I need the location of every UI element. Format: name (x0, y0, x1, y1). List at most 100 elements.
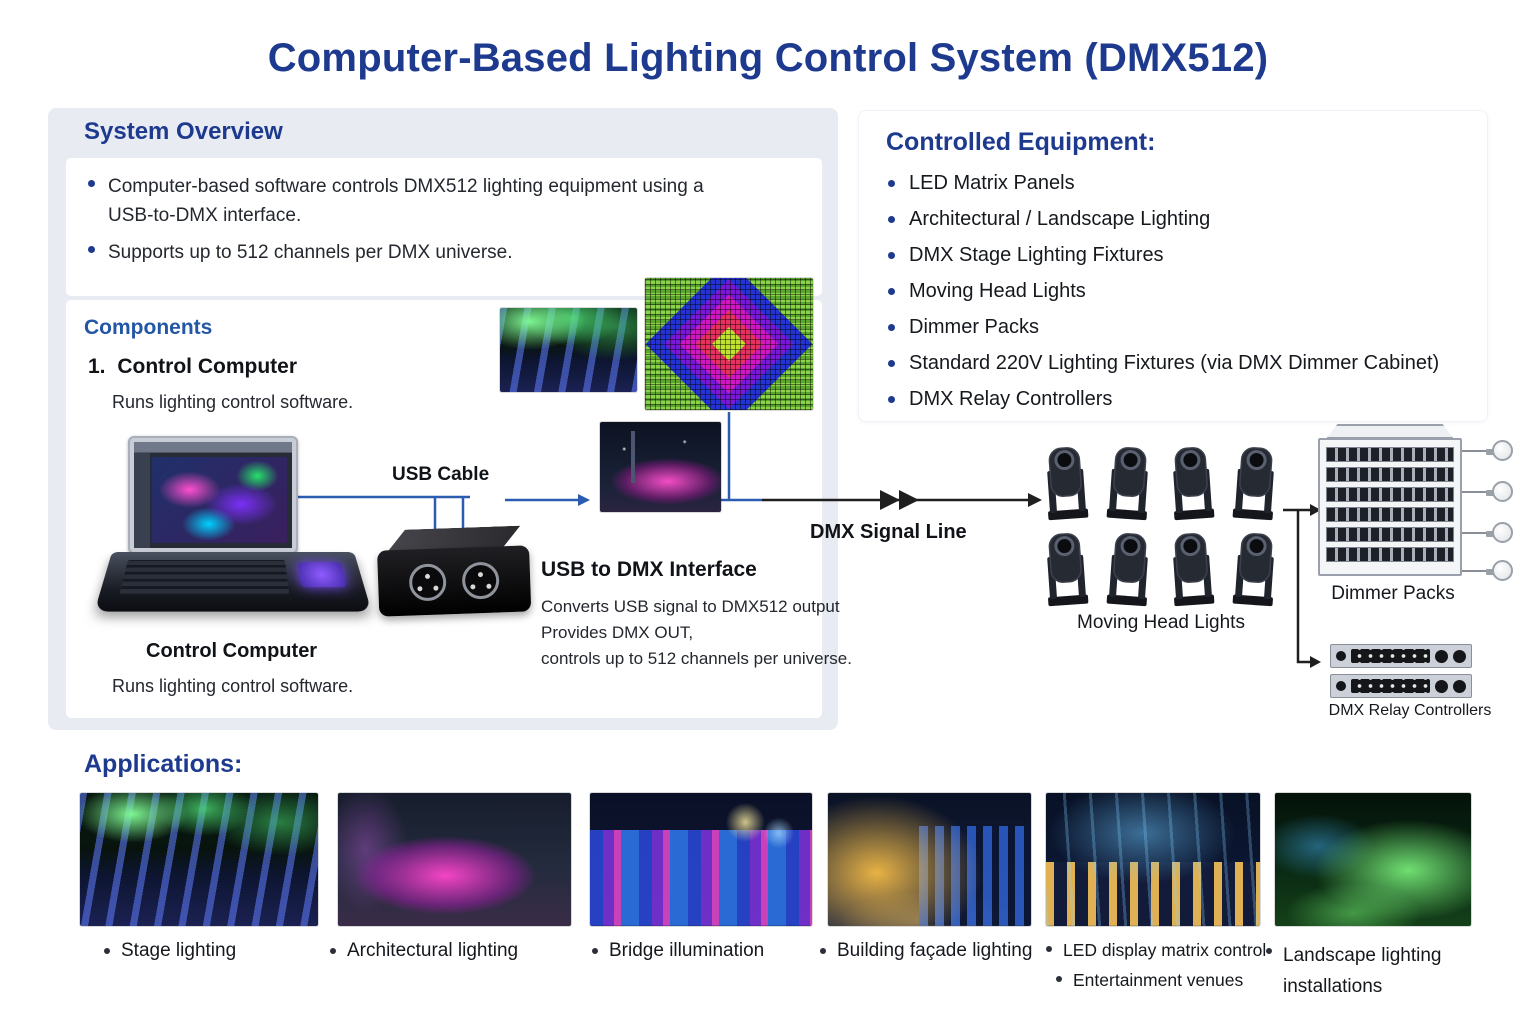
bullet-dot (88, 246, 95, 253)
equipment-item-text: Standard 220V Lighting Fixtures (via DMX… (909, 352, 1440, 374)
app-photo-bridge (590, 793, 812, 926)
app-caption-facade: Building façade lighting (820, 940, 1032, 962)
bullet-dot (888, 324, 895, 331)
equipment-item-text: Dimmer Packs (909, 316, 1040, 338)
moving-head-light-icon (1038, 528, 1094, 608)
item-title: Control Computer (117, 355, 298, 378)
relay-unit (1330, 644, 1472, 668)
app-caption-stage: Stage lighting (104, 940, 236, 962)
moving-head-light-icon (1227, 442, 1283, 522)
applications-heading: Applications: (84, 750, 243, 778)
interface-desc-line: Converts USB signal to DMX512 output (541, 597, 840, 616)
system-overview-heading: System Overview (84, 118, 283, 145)
interface-desc-line: Provides DMX OUT, (541, 623, 694, 642)
light-bulb-icon (1486, 440, 1513, 461)
moving-head-light-icon (1038, 442, 1094, 522)
bullet-dot (1046, 946, 1052, 952)
app-caption-architectural: Architectural lighting (330, 940, 518, 962)
app-photo-facade (828, 793, 1031, 926)
laptop-display (134, 442, 292, 548)
relay-connector-icon (1435, 679, 1448, 693)
moving-head-light-icon (1101, 528, 1157, 608)
equipment-item: Architectural / Landscape Lighting (888, 208, 1488, 231)
moving-head-light-icon (1101, 442, 1157, 522)
light-bulb-icon (1486, 560, 1513, 581)
app-caption-text: Architectural lighting (347, 940, 519, 961)
relay-controllers-illustration (1330, 644, 1472, 704)
app-caption-landscape: Landscape lighting installations (1266, 940, 1481, 1002)
page-title: Computer-Based Lighting Control System (… (267, 36, 1269, 80)
controlled-equipment-list: LED Matrix Panels Architectural / Landsc… (888, 172, 1488, 424)
overview-bullet-text: Computer-based software controls DMX512 … (108, 176, 704, 226)
moving-head-light-icon (1164, 528, 1220, 608)
bullet-dot (888, 288, 895, 295)
bullet-dot (1056, 976, 1062, 982)
dimmer-module-row (1326, 467, 1454, 482)
app-caption-entertainment: Entertainment venues (1056, 970, 1243, 991)
dimmer-module-row (1326, 447, 1454, 462)
relay-knob-icon (1336, 651, 1346, 661)
app-caption-text: Bridge illumination (609, 940, 765, 961)
equipment-item: Standard 220V Lighting Fixtures (via DMX… (888, 352, 1488, 375)
dimmer-module-row (1326, 527, 1454, 542)
controlled-equipment-card (858, 110, 1488, 422)
interface-desc-line: controls up to 512 channels per universe… (541, 649, 852, 668)
interface-front-face (377, 545, 532, 617)
control-computer-desc: Runs lighting control software. (112, 392, 354, 412)
dimmer-top-face (1326, 424, 1454, 439)
dimmer-module-row (1326, 547, 1454, 562)
laptop-illustration (94, 436, 372, 622)
usb-dmx-interface-illustration (376, 525, 532, 626)
overview-bullet-text: Supports up to 512 channels per DMX univ… (108, 242, 513, 263)
bullet-dot (888, 360, 895, 367)
bullet-dot (88, 180, 95, 187)
laptop-screen (128, 436, 298, 554)
moving-head-light-icon (1227, 528, 1283, 608)
dimmer-packs-label: Dimmer Packs (1331, 583, 1455, 604)
equipment-item-text: LED Matrix Panels (909, 172, 1075, 194)
control-computer-caption-desc: Runs lighting control software. (112, 676, 354, 696)
moving-head-lights-group (1038, 442, 1284, 608)
overview-bullets-box (66, 158, 822, 296)
dmx-signal-line-label: DMX Signal Line (810, 521, 967, 543)
xlr-connector-icon (408, 562, 447, 602)
relay-connector-icon (1453, 679, 1466, 693)
bullet-dot (888, 396, 895, 403)
bullet-dot (888, 216, 895, 223)
dimmer-module-row (1326, 487, 1454, 502)
relay-ports-icon (1351, 679, 1430, 693)
app-caption-bridge: Bridge illumination (592, 940, 764, 962)
usb-cable-label: USB Cable (392, 464, 490, 485)
laptop-base (94, 552, 372, 612)
light-bulb-icon (1486, 522, 1513, 543)
light-bulb-icon (1486, 481, 1513, 502)
app-caption-led-display: LED display matrix control (1046, 940, 1266, 961)
relay-knob-icon (1336, 681, 1346, 691)
relay-connector-icon (1435, 649, 1448, 663)
equipment-item: DMX Stage Lighting Fixtures (888, 244, 1488, 267)
led-pixel-grid (645, 278, 813, 410)
bullet-dot (888, 252, 895, 259)
dimmer-pack-illustration (1318, 424, 1462, 576)
interface-title: USB to DMX Interface (541, 558, 757, 581)
app-photo-architectural (338, 793, 571, 926)
app-caption-text: Entertainment venues (1073, 970, 1244, 990)
moving-head-light-icon (1164, 442, 1220, 522)
bullet-dot (104, 948, 110, 954)
app-caption-text: Building façade lighting (837, 940, 1033, 961)
app-caption-text: LED display matrix control (1063, 940, 1267, 960)
equipment-item: DMX Relay Controllers (888, 388, 1488, 411)
relay-unit (1330, 674, 1472, 698)
dimmer-module-row (1326, 507, 1454, 522)
equipment-item-text: DMX Relay Controllers (909, 388, 1113, 410)
app-caption-text: Stage lighting (121, 940, 237, 961)
equipment-item-text: DMX Stage Lighting Fixtures (909, 244, 1164, 266)
relay-ports-icon (1351, 649, 1430, 663)
led-matrix-photo (645, 278, 813, 410)
overview-bullet: Computer-based software controls DMX512 … (88, 172, 788, 230)
relay-controllers-label: DMX Relay Controllers (1328, 702, 1492, 719)
item-number: 1. (88, 355, 106, 378)
software-sidebar (134, 453, 150, 548)
